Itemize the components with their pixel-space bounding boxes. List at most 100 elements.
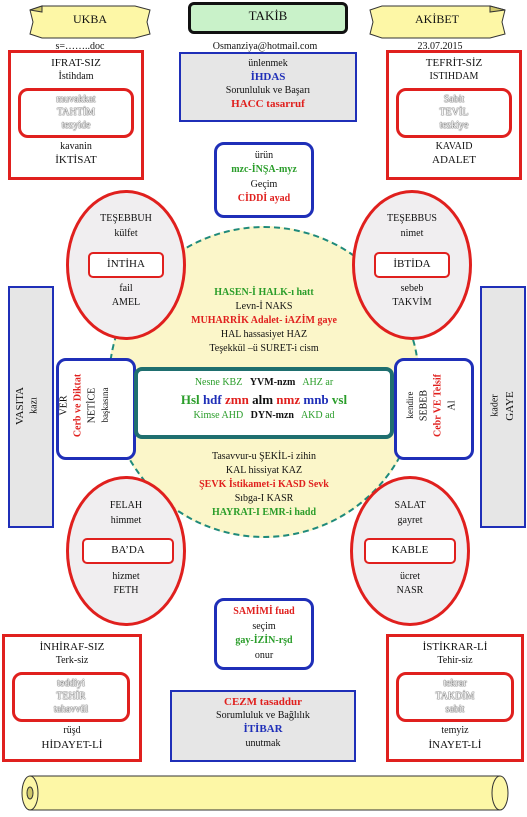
- side-right-l2: GAYE: [504, 391, 516, 421]
- oval-ll-l4: FETH: [113, 585, 139, 596]
- bottom-right-l4: İNAYET-Lİ: [428, 739, 482, 751]
- oval-ul-l1: TEŞEBBUH: [100, 213, 152, 224]
- bottom-left-box: [2, 634, 142, 762]
- oval-lr-l4: NASR: [396, 585, 424, 596]
- mid-right-l3: Cebr VE Telsif: [432, 374, 444, 437]
- top-right-inner3: tezkiye: [439, 120, 469, 131]
- center-row2: Hsl hdf zmn alm nmz mnb vsl: [134, 392, 394, 408]
- bottom-right-inner1: tekrar: [443, 678, 467, 689]
- circle-bottom-l1: Tasavvur-u ŞEKİL-i zihin: [211, 451, 317, 462]
- upper-mid-l1: ürün: [254, 150, 274, 161]
- top-left-inner1: muvakkat: [56, 94, 96, 105]
- top-left-l3: kavanin: [60, 141, 92, 152]
- circle-bottom-l5: HAYRAT-I EMR-i hadd: [211, 507, 317, 518]
- bottom-center-l2: Sorumluluk ve Bağlılık: [216, 710, 310, 721]
- bottom-scroll: [21, 775, 509, 811]
- center-box: [134, 367, 394, 439]
- circle-top-l4: HAL hassasiyet HAZ: [220, 329, 308, 340]
- center-row3-c: AKD ad: [300, 410, 335, 421]
- circle-top-l2: Levn-İ NAKS: [235, 301, 293, 312]
- oval-ur-l4: TAKVİM: [392, 297, 432, 308]
- oval-ll-l2: himmet: [110, 515, 142, 526]
- oval-ur-l3: sebeb: [400, 283, 424, 294]
- lower-mid-box: [214, 598, 314, 670]
- bottom-left-inner3: tahavvül: [53, 704, 89, 715]
- top-right-inner: [396, 88, 512, 138]
- top-right-l3: KAVAID: [435, 141, 473, 152]
- bottom-center-box: [170, 690, 356, 762]
- center-row1-a: Nesne KBZ: [194, 377, 243, 388]
- mid-left-l3: NETİCE: [86, 387, 98, 424]
- bottom-right-box: [386, 634, 524, 762]
- side-right-l1: kader: [489, 394, 501, 417]
- circle-top-l3: MUHARRİK Adalet- iAZİM gaye: [191, 315, 337, 326]
- top-right-inner1: Sabit: [443, 94, 465, 105]
- oval-ll-box: [82, 538, 174, 564]
- bottom-left-l1: İNHİRAF-SIZ: [39, 641, 105, 653]
- top-center-l3: Sorunluluk ve Başarı: [225, 85, 311, 96]
- bottom-left-l4: HİDAYET-Lİ: [41, 739, 103, 751]
- oval-ur-l1: TEŞEBBUS: [386, 213, 437, 224]
- right-ribbon-shape: [369, 5, 506, 39]
- top-right-l1: TEFRİT-SİZ: [425, 57, 483, 69]
- top-right-l2: ISTIHDAM: [429, 71, 479, 82]
- center-row3: Kimse AHD DYN-mzn AKD ad: [134, 410, 394, 421]
- page-title: TAKİB: [248, 8, 288, 23]
- bottom-center-l3: İTİBAR: [243, 723, 283, 735]
- bottom-right-inner3: sabit: [445, 704, 465, 715]
- oval-lr-l2: gayret: [397, 515, 423, 526]
- top-left-l2: İstihdam: [58, 71, 94, 82]
- lower-mid-l2: seçim: [252, 621, 276, 632]
- mid-right-l1: kendire: [405, 391, 415, 419]
- email: Osmanziya@hotmail.com: [212, 41, 318, 52]
- top-center-box: [179, 52, 357, 122]
- file-name: s=……..doc: [55, 41, 105, 52]
- top-left-l4: İKTİSAT: [55, 154, 97, 166]
- mid-right-l2: SEBEB: [418, 389, 430, 422]
- oval-ul-l4: AMEL: [111, 297, 141, 308]
- oval-ul-l3: fail: [119, 283, 133, 294]
- oval-ll-box-label: BA’DA: [111, 544, 145, 556]
- left-ribbon-shape: [29, 5, 151, 39]
- oval-ll-l1: FELAH: [109, 500, 143, 511]
- bottom-right-l3: temyiz: [441, 725, 469, 736]
- left-banner: UKBA: [72, 12, 107, 26]
- right-banner: AKİBET: [415, 12, 459, 26]
- bottom-right-l1: İSTİKRAR-Lİ: [422, 641, 488, 653]
- top-left-inner3: tezyide: [61, 120, 91, 131]
- header-ribbons: [29, 5, 506, 39]
- center-row2-c: zmn: [224, 392, 249, 407]
- top-center-l2: İHDAS: [250, 71, 286, 83]
- mid-right-l4: Al: [446, 400, 458, 411]
- oval-ur-l2: nimet: [400, 228, 424, 239]
- bottom-right-inner: [396, 672, 514, 722]
- bottom-right-l2: Tehir-siz: [437, 655, 473, 666]
- bottom-left-l2: Terk-siz: [55, 655, 89, 666]
- oval-ur-box-label: İBTİDA: [393, 258, 431, 270]
- center-row2-e: nmz: [276, 392, 301, 407]
- top-right-box: [386, 50, 522, 180]
- mid-right-box: [394, 358, 474, 460]
- top-right-l4: ADALET: [432, 154, 476, 166]
- upper-mid-l2: mzc-İNŞA-myz: [231, 164, 297, 175]
- bottom-left-inner1: teddiyi: [57, 678, 85, 689]
- top-right-inner2: TEVİL: [439, 107, 469, 118]
- top-center-l4: HACC tasarruf: [231, 98, 305, 110]
- top-left-l1: IFRAT-SIZ: [51, 57, 101, 69]
- upper-mid-l3: Geçim: [250, 179, 278, 190]
- bottom-left-inner2: TEHİR: [56, 691, 86, 702]
- oval-lr-box: [364, 538, 456, 564]
- center-row3-a: Kimse AHD: [193, 410, 244, 421]
- lower-mid-l3: gay-İZİN-rşd: [235, 635, 293, 646]
- mid-left-l1: VER: [58, 395, 70, 416]
- top-center-l1: ünlenmek: [248, 58, 288, 69]
- top-left-inner2: TAHTİM: [56, 107, 96, 118]
- side-left-l2: kazı: [28, 397, 40, 414]
- center-row1-b: YVM-nzm: [249, 377, 296, 388]
- oval-ur-box: [374, 252, 450, 278]
- date: 23.07.2015: [417, 41, 463, 52]
- bottom-right-inner2: TAKDİM: [435, 691, 475, 702]
- lower-mid-l4: onur: [254, 650, 274, 661]
- oval-lr-box-label: KABLE: [391, 544, 429, 556]
- circle-bottom-l3: ŞEVK İstikamet-i KASD Sevk: [199, 479, 329, 490]
